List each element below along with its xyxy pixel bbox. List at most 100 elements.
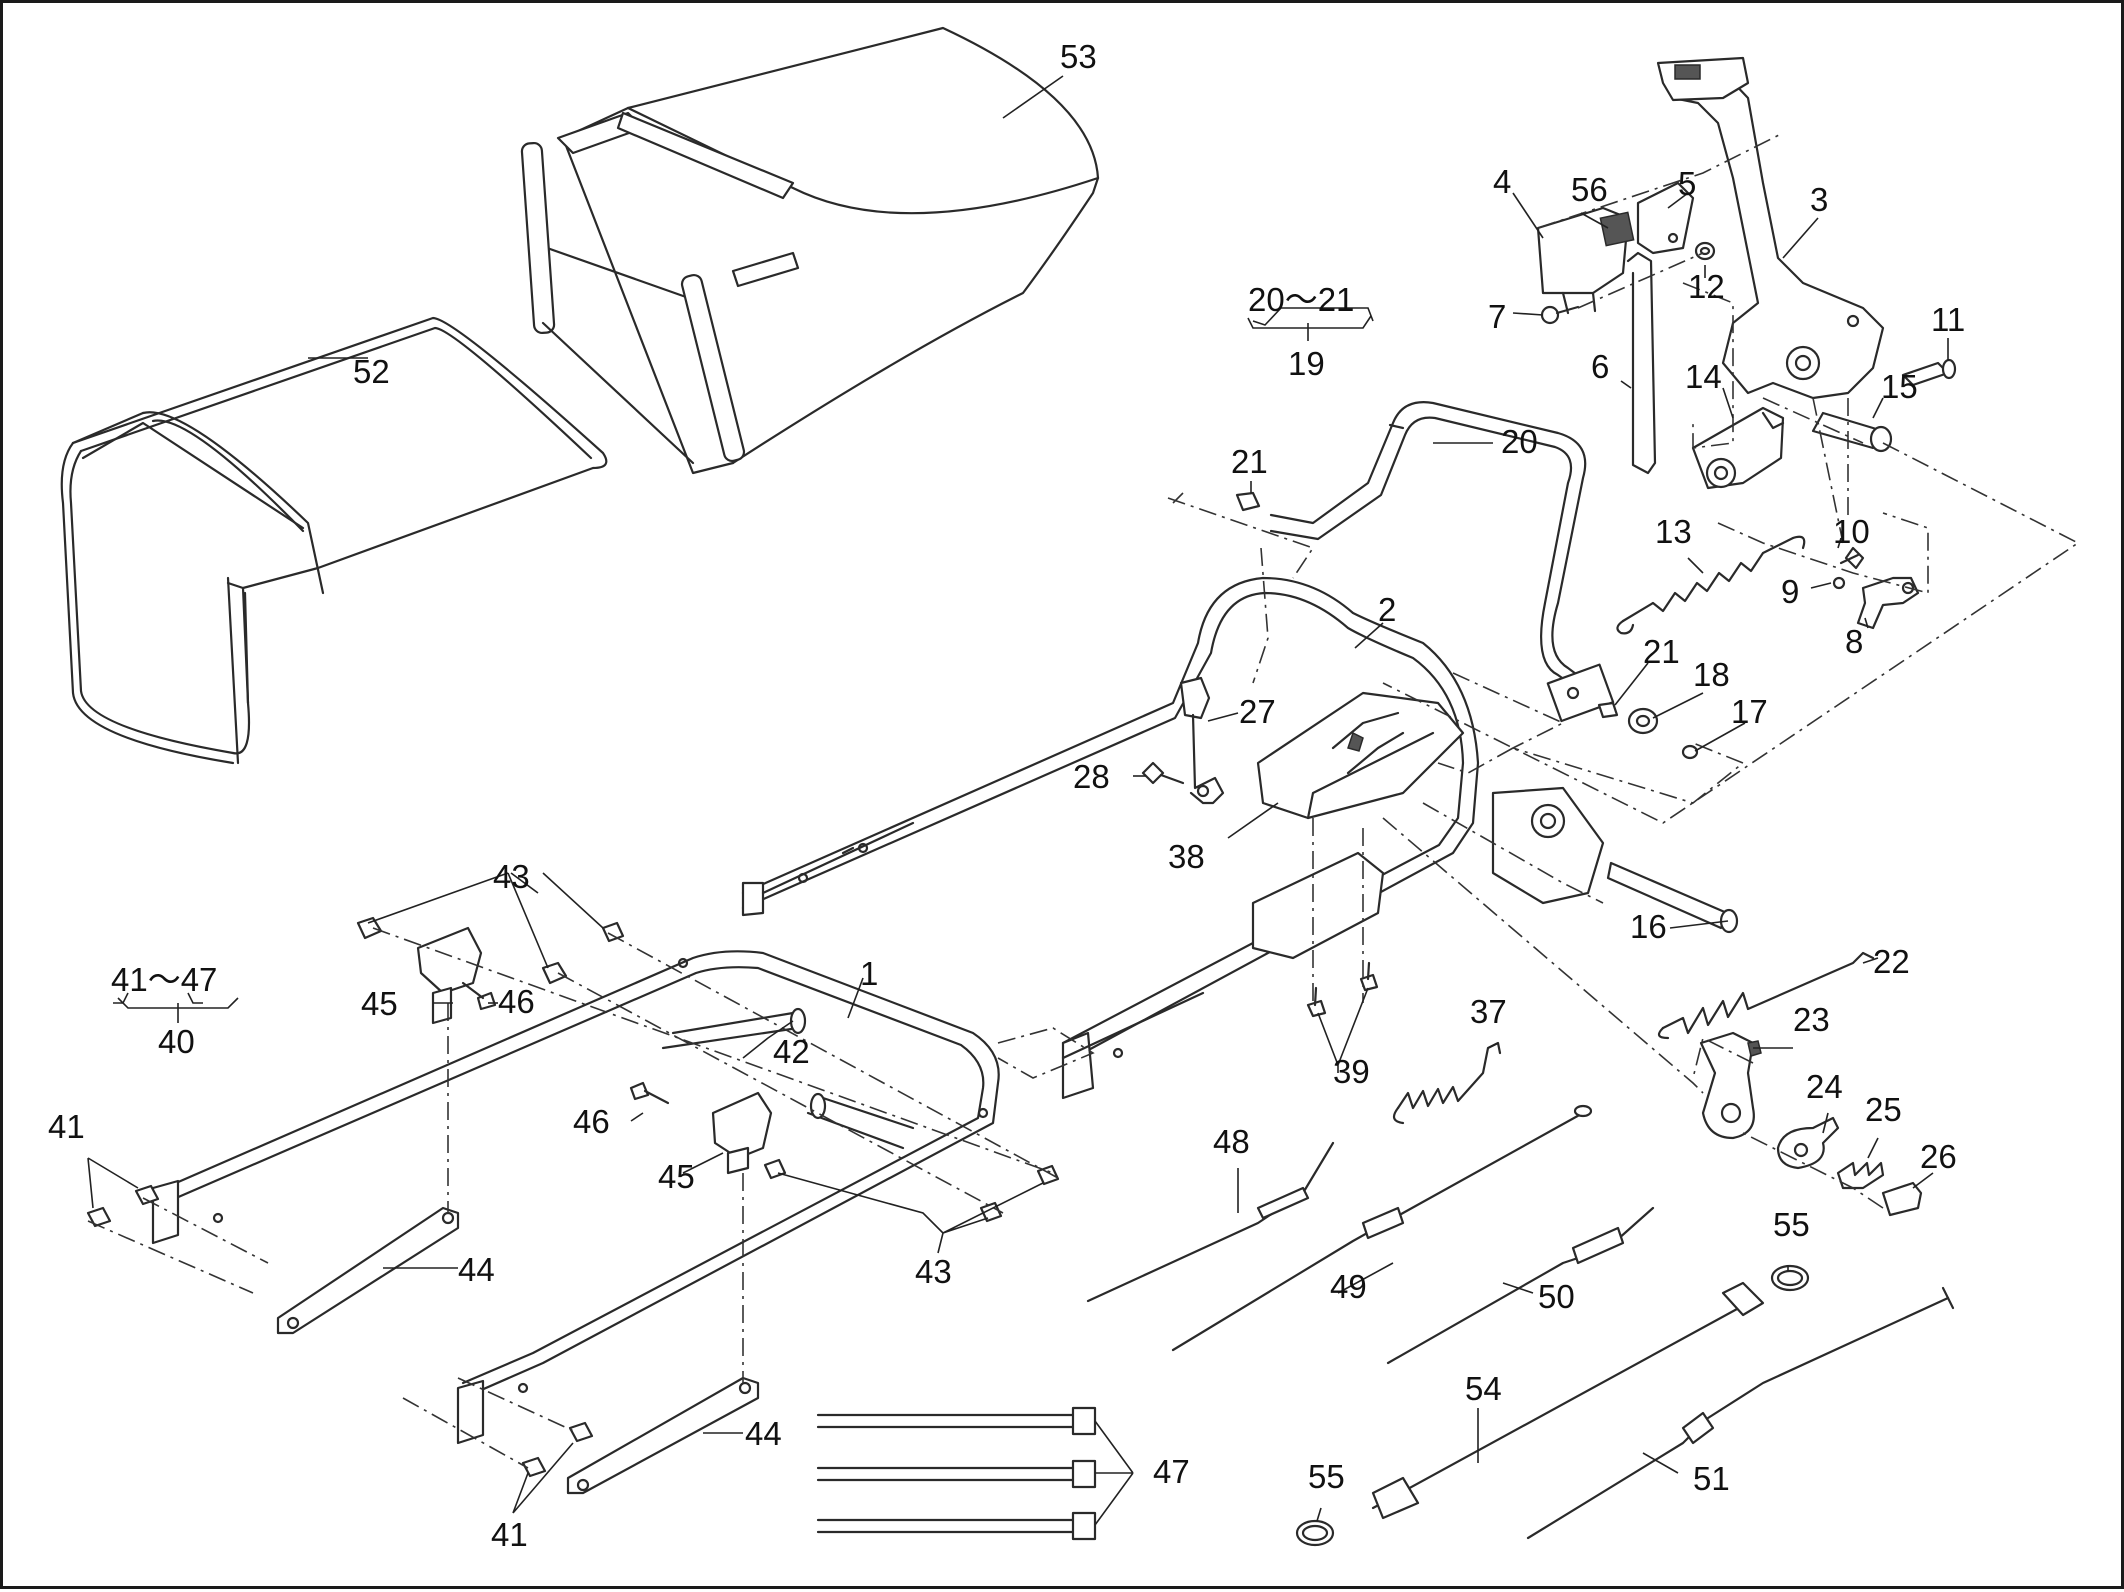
part-throttle-lever <box>1699 1031 1762 1140</box>
part-middle-handle <box>741 576 1605 1100</box>
part-lower-handle <box>151 950 1000 1445</box>
part-bolt-46-mid <box>629 1081 670 1105</box>
range-brackets <box>117 315 1372 1009</box>
label-22: 22 <box>1873 943 1910 980</box>
label-20: 20 <box>1501 423 1538 460</box>
label-47: 47 <box>1153 1453 1190 1490</box>
part-latch <box>1832 546 1920 630</box>
label-23: 23 <box>1793 1001 1830 1038</box>
part-link-44-bottom <box>566 1376 760 1495</box>
part-bolt-16 <box>1606 861 1739 934</box>
part-cable-ties-47 <box>816 1406 1097 1541</box>
part-sleeve-15 <box>1811 411 1893 453</box>
label-46-mid: 46 <box>573 1103 610 1140</box>
part-cable-48 <box>1086 1141 1335 1303</box>
label-45-top: 45 <box>361 985 398 1022</box>
label-53: 53 <box>1060 38 1097 75</box>
label-40: 40 <box>158 1023 195 1060</box>
label-50: 50 <box>1538 1278 1575 1315</box>
part-pin-26 <box>1881 1181 1923 1217</box>
part-clamp-55-top <box>1770 1264 1810 1292</box>
part-spring-22 <box>1657 951 1875 1040</box>
label-18: 18 <box>1693 656 1730 693</box>
label-26: 26 <box>1920 1138 1957 1175</box>
label-14: 14 <box>1685 358 1722 395</box>
part-shift-lever <box>1179 676 1225 805</box>
label-15: 15 <box>1881 368 1918 405</box>
label-16: 16 <box>1630 908 1667 945</box>
part-plate-24 <box>1776 1116 1840 1170</box>
label-41-47: 41～47 <box>111 961 217 998</box>
label-4: 4 <box>1493 163 1511 200</box>
label-55-bottom: 55 <box>1308 1458 1345 1495</box>
label-46-top: 46 <box>498 983 535 1020</box>
part-shift-console <box>1256 691 1465 820</box>
part-upper-handle-tube <box>1269 401 1615 723</box>
label-54: 54 <box>1465 1370 1502 1407</box>
label-43-top: 43 <box>493 858 530 895</box>
part-clamp-45-top <box>416 926 483 1025</box>
label-3: 3 <box>1810 181 1828 218</box>
part-ring-17 <box>1681 744 1699 760</box>
part-spring-13 <box>1616 535 1806 635</box>
label-27: 27 <box>1239 693 1276 730</box>
label-41-bottom: 41 <box>491 1516 528 1553</box>
label-49: 49 <box>1330 1268 1367 1305</box>
part-cable-50 <box>1386 1206 1655 1365</box>
label-7: 7 <box>1488 298 1506 335</box>
label-25: 25 <box>1865 1091 1902 1128</box>
leader-lines <box>87 75 1949 1526</box>
label-55-top: 55 <box>1773 1206 1810 1243</box>
part-nut-21-top <box>1235 491 1261 512</box>
label-44-top: 44 <box>458 1251 495 1288</box>
label-12: 12 <box>1688 268 1725 305</box>
label-37: 37 <box>1470 993 1507 1030</box>
label-43-bottom: 43 <box>915 1253 952 1290</box>
part-nut-21-mid <box>1597 701 1619 719</box>
part-bolt-46-top <box>461 981 497 1011</box>
part-grass-bag <box>520 26 1100 475</box>
label-24: 24 <box>1806 1068 1843 1105</box>
label-52: 52 <box>353 353 390 390</box>
label-13: 13 <box>1655 513 1692 550</box>
label-21a: 21 <box>1231 443 1268 480</box>
label-39: 39 <box>1333 1053 1370 1090</box>
label-42: 42 <box>773 1033 810 1070</box>
part-nuts-41 <box>86 1184 594 1478</box>
part-bolts-42 <box>661 1007 915 1150</box>
part-washer-18 <box>1627 707 1659 735</box>
label-1: 1 <box>860 955 878 992</box>
part-mesh <box>1599 211 1635 247</box>
part-cable-49 <box>1171 1104 1593 1352</box>
label-11: 11 <box>1931 301 1965 338</box>
part-clamp-55-bottom <box>1295 1519 1335 1547</box>
part-cable-51 <box>1526 1286 1955 1540</box>
part-bolts-39 <box>1306 961 1379 1018</box>
part-lock-rod <box>1626 251 1657 475</box>
label-38: 38 <box>1168 838 1205 875</box>
label-56: 56 <box>1571 171 1608 208</box>
part-clamp-45-mid <box>711 1091 773 1175</box>
label-9: 9 <box>1781 573 1799 610</box>
label-51: 51 <box>1693 1460 1730 1497</box>
part-bolt-28 <box>1141 761 1185 785</box>
part-bracket-14 <box>1691 406 1785 490</box>
part-bag-frame <box>60 316 608 765</box>
part-screw-7 <box>1540 305 1580 325</box>
label-20-21: 20～21 <box>1248 281 1354 318</box>
part-washer-12 <box>1694 241 1716 261</box>
part-link-44-top <box>276 1206 460 1335</box>
callout-labels: 53 52 4 56 5 3 12 7 11 20～21 19 6 14 15 … <box>48 38 1965 1553</box>
parts-diagram: 53 52 4 56 5 3 12 7 11 20～21 19 6 14 15 … <box>48 26 2080 1553</box>
label-41-left: 41 <box>48 1108 85 1145</box>
part-pin-11 <box>1901 358 1957 387</box>
label-17: 17 <box>1731 693 1768 730</box>
label-28: 28 <box>1073 758 1110 795</box>
assembly-dash-lines <box>87 132 2080 1469</box>
label-48: 48 <box>1213 1123 1250 1160</box>
label-2: 2 <box>1378 591 1396 628</box>
part-tube-54 <box>1371 1281 1765 1520</box>
part-spring-37 <box>1392 1041 1502 1125</box>
label-6: 6 <box>1591 348 1609 385</box>
